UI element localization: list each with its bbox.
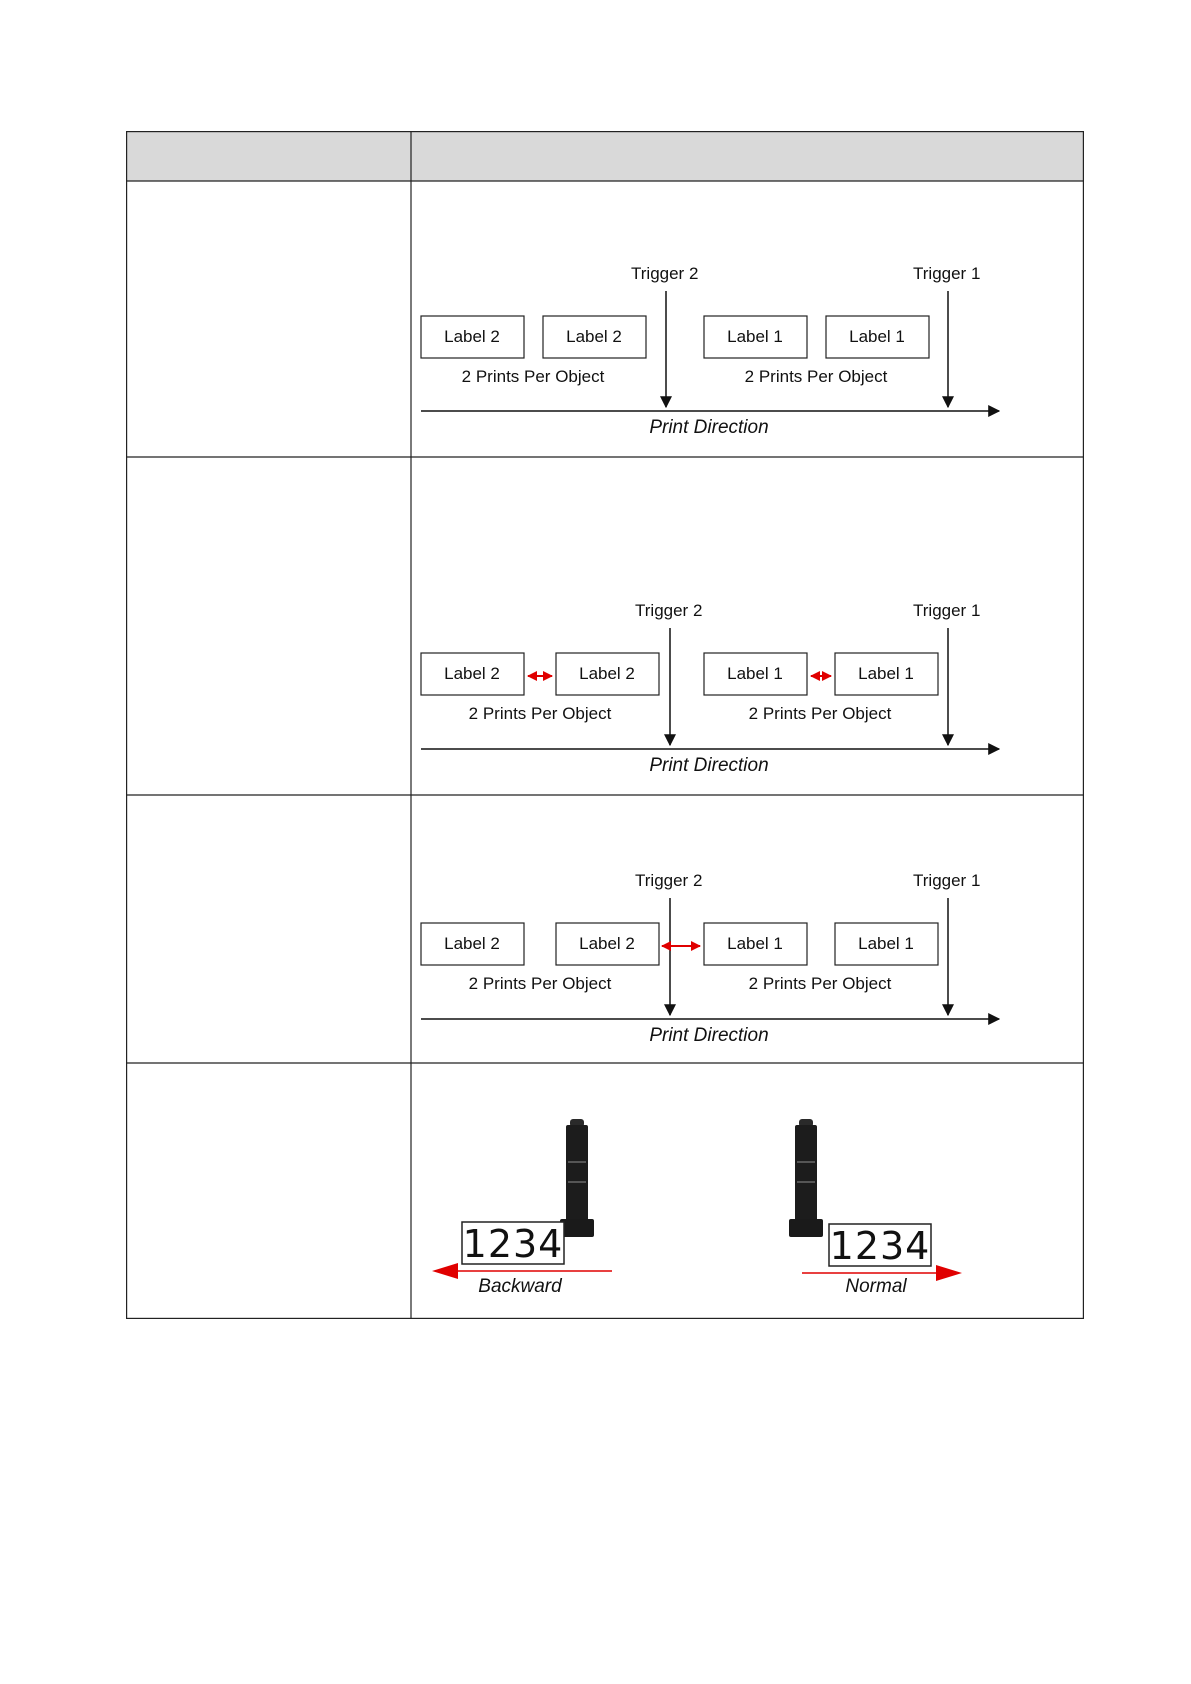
print-direction-label: Print Direction [649,417,768,438]
label-box-text: Label 1 [727,664,783,683]
direction-table: Trigger 2 Trigger 1 Label 2 Label 2 Labe… [126,131,1084,1319]
label-box-text: Label 1 [849,327,905,346]
row-3-diagram: Trigger 2 Trigger 1 Label 2 Label 2 Labe… [420,871,1001,1046]
label-box [555,652,660,696]
label-box [834,922,939,966]
label-box-text: Label 1 [727,327,783,346]
printhead-icon [789,1119,823,1237]
backward-arrow-head [432,1263,458,1279]
label-box-text: Label 2 [579,934,635,953]
table-graphic: Trigger 2 Trigger 1 Label 2 Label 2 Labe… [126,131,1084,1319]
trigger-1-label: Trigger 1 [913,264,980,283]
header-row-bg [126,131,1084,181]
trigger-1-label: Trigger 1 [913,871,980,890]
sample-print-text: 1234 [463,1222,564,1266]
backward-label: Backward [478,1276,563,1297]
label-box-text: Label 2 [579,664,635,683]
prints-per-object-left: 2 Prints Per Object [469,704,612,723]
sample-print-box [828,1223,932,1267]
row-4-diagram: 1234 Backward 1234 Normal [432,1119,962,1297]
printhead-icon [560,1119,594,1237]
trigger-2-label: Trigger 2 [635,871,702,890]
trigger-1-label: Trigger 1 [913,601,980,620]
trigger-2-label: Trigger 2 [635,601,702,620]
sample-print-text: 1234 [830,1224,931,1268]
row-1-diagram: Trigger 2 Trigger 1 Label 2 Label 2 Labe… [420,264,1001,438]
label-box [555,922,660,966]
prints-per-object-right: 2 Prints Per Object [749,974,892,993]
label-box [703,315,808,359]
print-direction-label: Print Direction [649,1025,768,1046]
label-box-text: Label 1 [858,664,914,683]
normal-arrow-head [936,1265,962,1281]
label-box [420,315,525,359]
trigger-2-label: Trigger 2 [631,264,698,283]
table-grid [126,131,1084,1319]
prints-per-object-left: 2 Prints Per Object [469,974,612,993]
label-box [703,922,808,966]
prints-per-object-left: 2 Prints Per Object [462,367,605,386]
label-box-text: Label 2 [444,664,500,683]
label-box [703,652,808,696]
prints-per-object-right: 2 Prints Per Object [749,704,892,723]
label-box [834,652,939,696]
label-box [825,315,930,359]
prints-per-object-right: 2 Prints Per Object [745,367,888,386]
label-box-text: Label 1 [858,934,914,953]
label-box [542,315,647,359]
label-box-text: Label 2 [566,327,622,346]
label-box-text: Label 1 [727,934,783,953]
normal-label: Normal [845,1276,907,1297]
sample-print-box [461,1221,565,1265]
label-box-text: Label 2 [444,934,500,953]
label-box-text: Label 2 [444,327,500,346]
label-box [420,922,525,966]
label-box [420,652,525,696]
row-2-diagram: Trigger 2 Trigger 1 Label 2 Label 2 Labe… [420,601,1001,776]
print-direction-label: Print Direction [649,755,768,776]
